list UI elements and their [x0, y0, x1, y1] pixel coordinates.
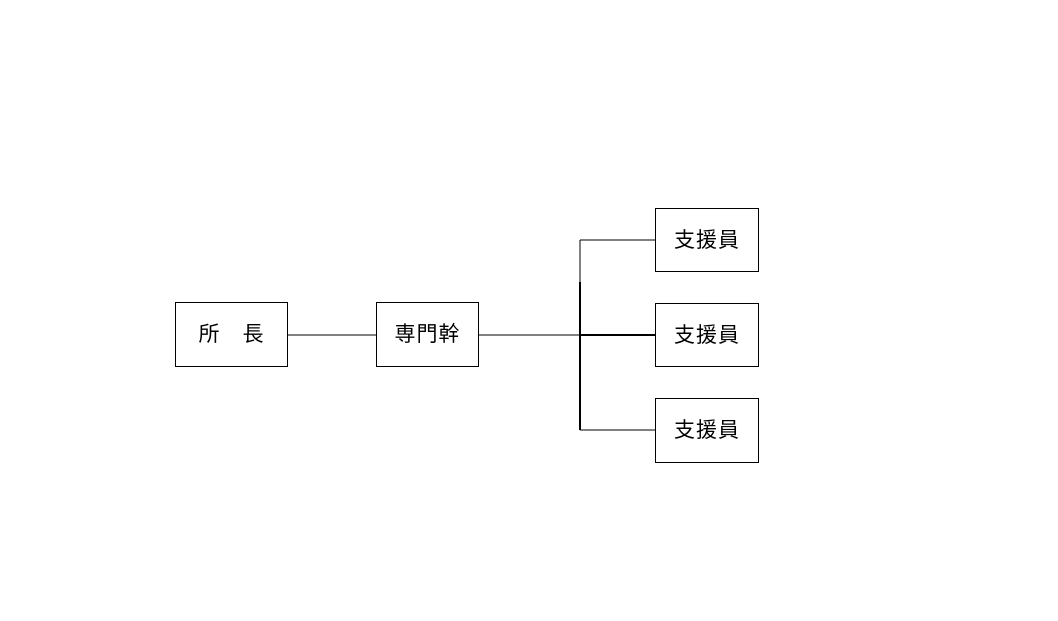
node-senior-specialist-label: 専門幹	[394, 322, 461, 346]
node-director-label: 所 長	[198, 322, 265, 346]
node-support-staff-2-label: 支援員	[674, 322, 740, 347]
node-support-staff-3-label: 支援員	[674, 418, 740, 442]
node-support-staff-2: 支援員	[655, 303, 759, 367]
node-support-staff-3: 支援員	[655, 398, 759, 463]
node-support-staff-1-label: 支援員	[674, 227, 740, 252]
node-director: 所 長	[175, 302, 288, 367]
node-senior-specialist: 専門幹	[376, 302, 479, 367]
node-support-staff-1: 支援員	[655, 208, 759, 272]
